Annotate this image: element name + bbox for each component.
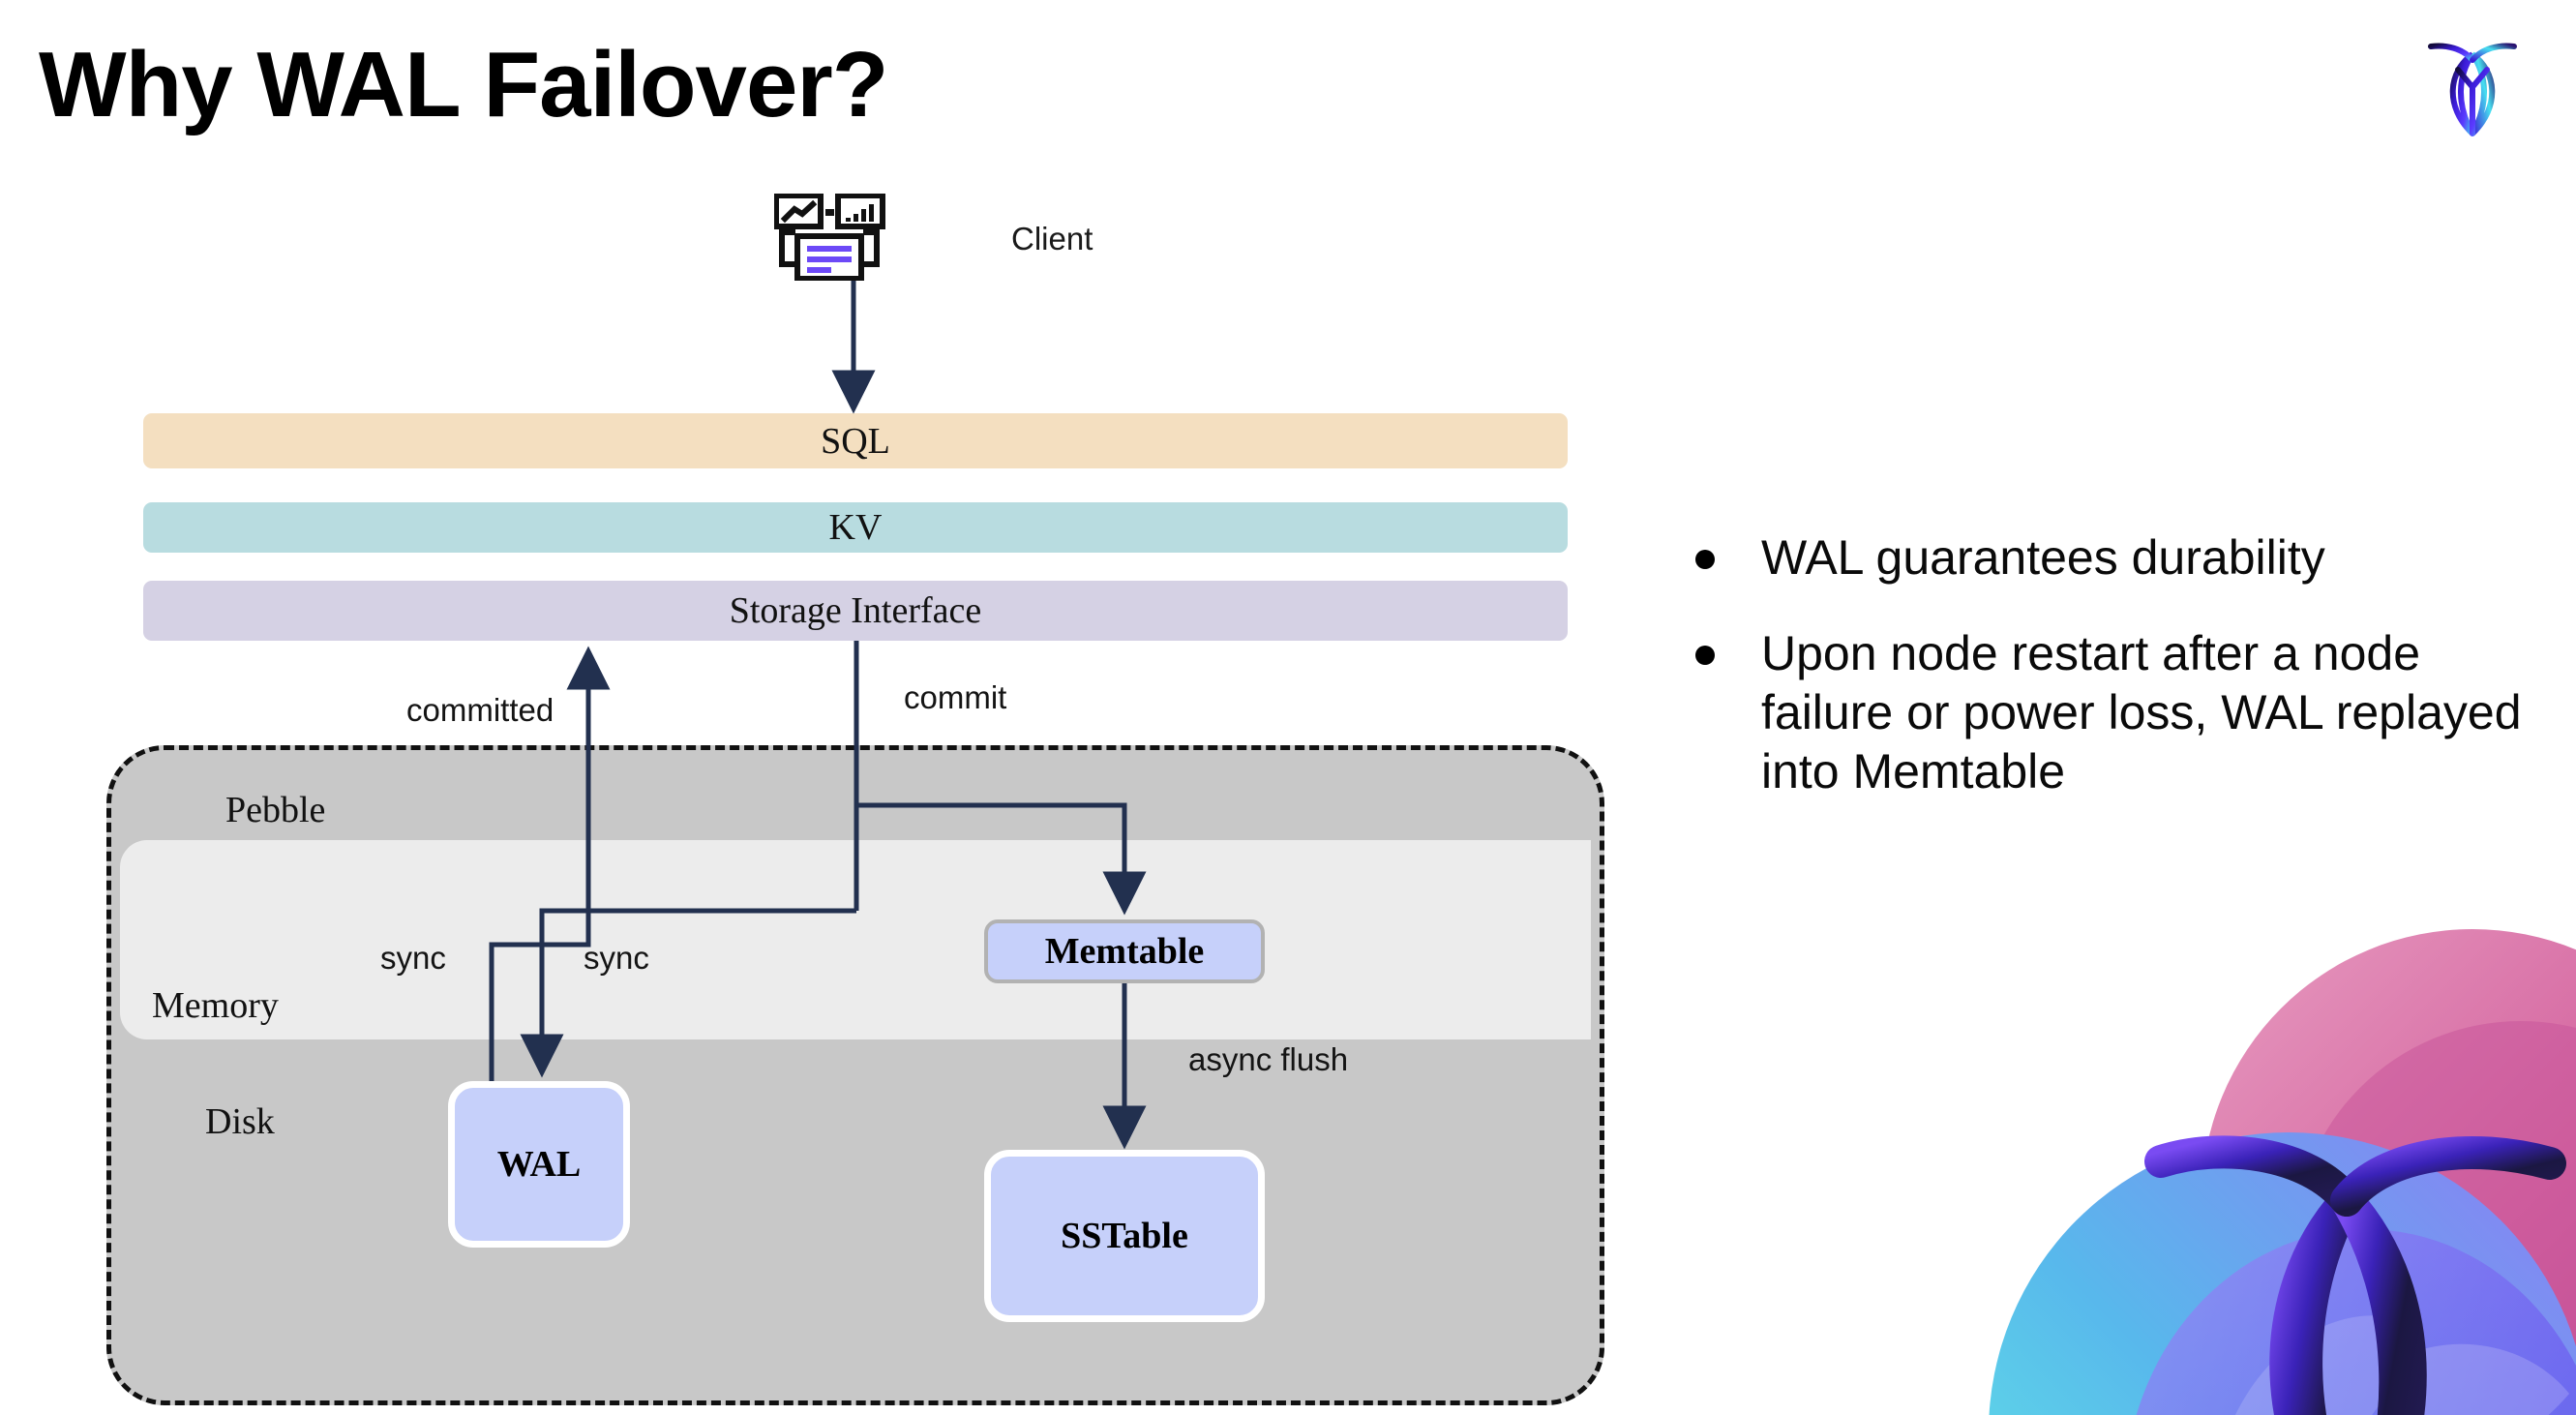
node-memtable-label: Memtable [1044, 931, 1205, 972]
cockroachdb-logo [2410, 27, 2535, 153]
client-dashboard-icon [773, 193, 929, 282]
bullet-text: Upon node restart after a node failure o… [1761, 626, 2522, 798]
layer-bar-kv: KV [143, 502, 1568, 553]
edge-label-async-flush: async flush [1188, 1041, 1349, 1077]
client-label: Client [1011, 221, 1093, 256]
list-item: WAL guarantees durability [1695, 528, 2547, 587]
decorative-logo-artwork [1931, 910, 2576, 1415]
disk-label: Disk [205, 1101, 275, 1142]
edge-label-sync-right: sync [584, 940, 649, 976]
layer-bar-storage-interface-label: Storage Interface [729, 590, 982, 631]
node-wal-label: WAL [496, 1144, 582, 1185]
node-sstable: SSTable [984, 1150, 1265, 1322]
layer-bar-sql-label: SQL [821, 420, 890, 462]
layer-bar-storage-interface: Storage Interface [143, 581, 1568, 641]
layer-bar-sql: SQL [143, 413, 1568, 468]
memory-label: Memory [152, 985, 279, 1026]
bullet-dot-icon [1695, 550, 1715, 569]
memory-zone [120, 840, 1591, 1039]
bullet-text: WAL guarantees durability [1761, 530, 2325, 585]
bullet-dot-icon [1695, 646, 1715, 665]
node-sstable-label: SSTable [1061, 1216, 1188, 1256]
edge-label-commit: commit [904, 679, 1007, 715]
page-title: Why WAL Failover? [39, 33, 888, 136]
layer-bar-kv-label: KV [828, 507, 883, 548]
list-item: Upon node restart after a node failure o… [1695, 624, 2547, 801]
node-memtable: Memtable [984, 919, 1265, 983]
bullet-list: WAL guarantees durability Upon node rest… [1695, 528, 2547, 838]
pebble-label: Pebble [225, 790, 326, 830]
edge-label-sync-left: sync [380, 940, 446, 976]
edge-label-committed: committed [406, 692, 554, 728]
node-wal: WAL [448, 1081, 630, 1248]
